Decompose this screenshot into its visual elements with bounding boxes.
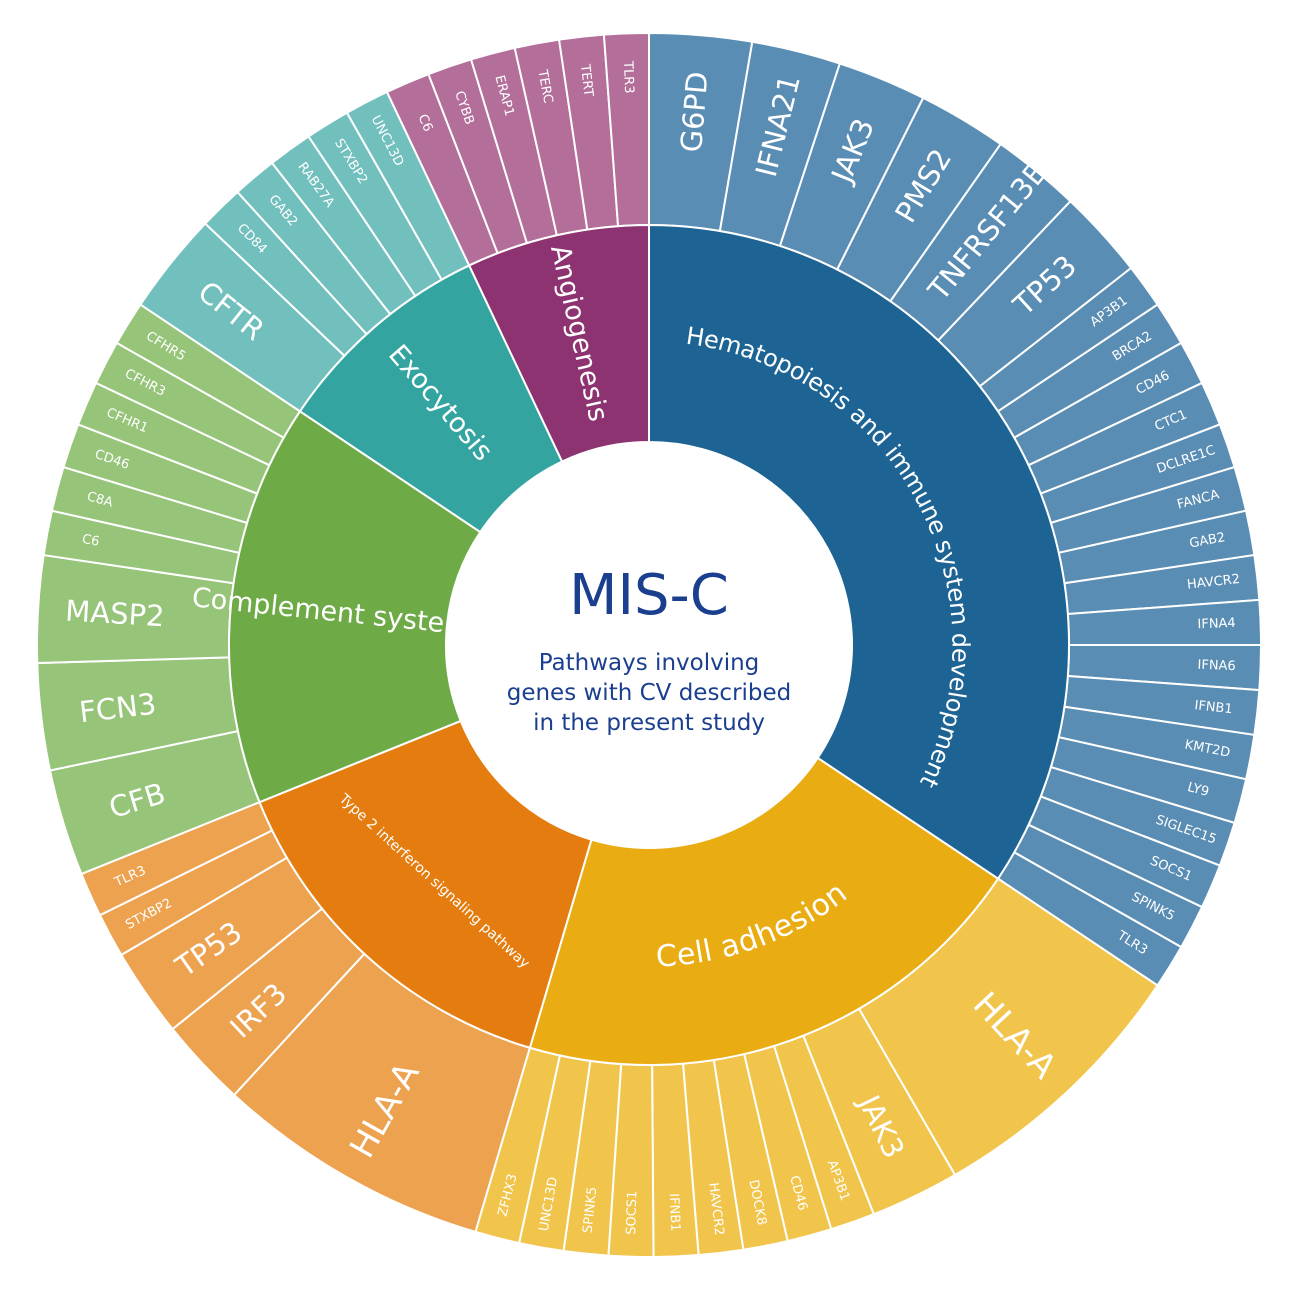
center-subtitle-line-1: Pathways involving <box>539 650 760 676</box>
gene-label-hematopoiesis-and-immune-system-development-ly9: LY9 <box>1186 780 1211 800</box>
center-title: MIS-C <box>569 563 729 628</box>
gene-label-hematopoiesis-and-immune-system-development-g6pd: G6PD <box>674 70 715 153</box>
gene-label-cell-adhesion-ifnb1: IFNB1 <box>666 1193 683 1232</box>
gene-label-angiogenesis-tlr3: TLR3 <box>620 60 636 94</box>
gene-label-cell-adhesion-spink5: SPINK5 <box>581 1186 601 1234</box>
gene-label-complement-system-c8a: C8A <box>85 489 114 510</box>
gene-label-hematopoiesis-and-immune-system-development-havcr2: HAVCR2 <box>1186 572 1240 593</box>
center-subtitle-line-2: genes with CV described <box>507 680 792 706</box>
gene-label-cell-adhesion-socs1: SOCS1 <box>624 1190 640 1235</box>
gene-ring <box>36 31 1263 1258</box>
gene-label-cell-adhesion-havcr2: HAVCR2 <box>705 1182 726 1237</box>
gene-label-hematopoiesis-and-immune-system-development-ifnb1: IFNB1 <box>1194 698 1234 717</box>
pathway-ring <box>228 223 1070 1066</box>
gene-label-angiogenesis-tert: TERT <box>577 63 596 98</box>
gene-label-hematopoiesis-and-immune-system-development-gab2: GAB2 <box>1188 530 1226 551</box>
gene-label-complement-system-masp2: MASP2 <box>64 594 165 634</box>
gene-label-complement-system-c6: C6 <box>81 532 101 550</box>
center-subtitle-line-3: in the present study <box>533 710 765 736</box>
gene-label-hematopoiesis-and-immune-system-development-ifna6: IFNA6 <box>1197 658 1236 674</box>
gene-label-angiogenesis-c6: C6 <box>415 112 436 134</box>
gene-label-angiogenesis-terc: TERC <box>534 68 555 105</box>
gene-label-hematopoiesis-and-immune-system-development-ifna4: IFNA4 <box>1197 616 1236 632</box>
center-disc <box>446 442 852 848</box>
